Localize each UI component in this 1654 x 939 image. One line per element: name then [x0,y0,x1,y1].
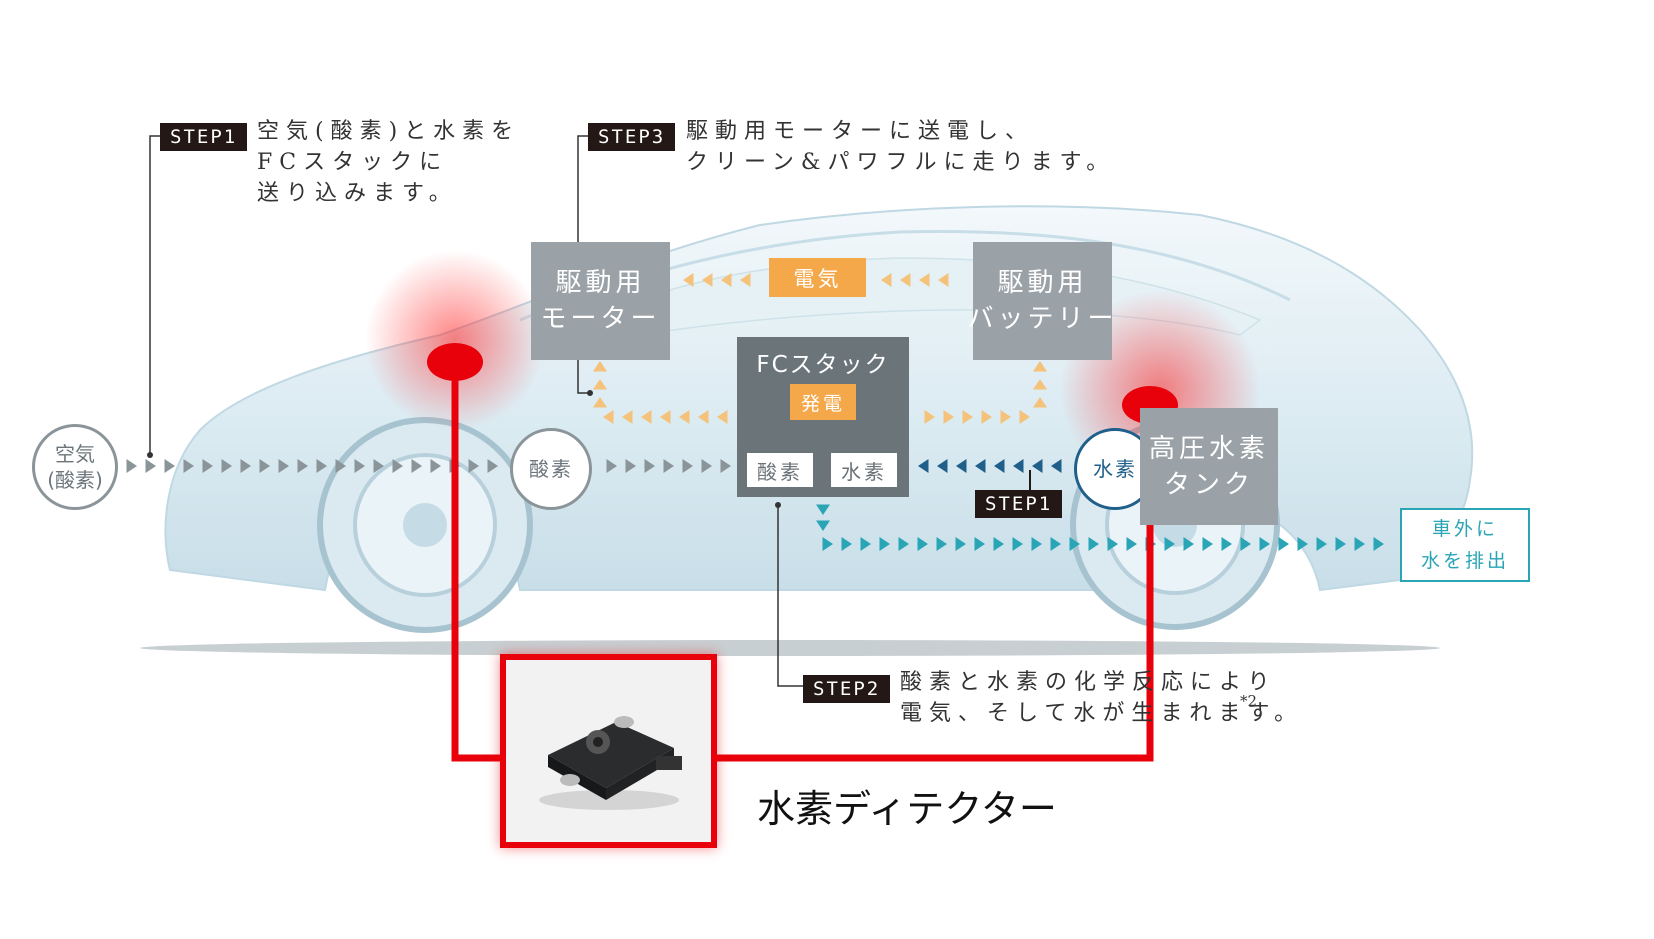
hydrogen-tank-label: 高圧水素 タンク [1149,431,1269,503]
drive-battery-box: 駆動用 バッテリー [973,242,1112,360]
step2-leader-dot [775,502,781,508]
detector-photo-frame [500,654,717,848]
step1-badge: STEP1 [160,123,247,151]
air-flow-arrow [165,459,176,473]
drive-battery-label: 駆動用 バッテリー [968,265,1118,337]
step1-right-badge: STEP1 [975,490,1062,518]
step3-leader-dot [587,390,593,396]
step2-footnote: *2 [1240,692,1257,710]
water-exhaust-arrow [1279,537,1290,551]
fc-hydrogen-box: 水素 [831,453,897,487]
hydrogen-label: 水素 [1093,456,1137,482]
step1-leader-dot [147,452,153,458]
oxygen-label: 酸素 [529,456,573,482]
electricity-label: 電気 [769,258,866,297]
air-circle: 空気 (酸素) [32,424,118,510]
detector-point-front [427,343,483,381]
hydrogen-tank-box: 高圧水素 タンク [1140,408,1278,525]
step3-badge: STEP3 [588,123,675,151]
detector-label: 水素ディテクター [757,778,1057,833]
step1-text: 空気(酸素)と水素を FCスタックに 送り込みます。 [257,116,520,209]
air-flow-arrow [127,459,138,473]
air-label: 空気 (酸素) [47,441,103,493]
fc-stack-title: FCスタック [737,345,909,379]
oxygen-circle: 酸素 [510,428,592,510]
step2-badge: STEP2 [803,675,890,703]
step3-text: 駆動用モーターに送電し、 クリーン&パワフルに走ります。 [686,116,1115,178]
car-shadow [140,640,1440,656]
exhaust-box: 車外に 水を排出 [1400,508,1530,582]
drive-motor-box: 駆動用 モーター [531,242,670,360]
front-wheel [320,420,530,630]
air-flow-arrow [146,459,157,473]
drive-motor-label: 駆動用 モーター [540,265,660,337]
fc-oxygen-box: 酸素 [747,453,813,487]
step1-leader [150,136,160,455]
exhaust-label: 車外に 水を排出 [1421,513,1509,577]
generation-badge: 発電 [790,384,856,420]
fc-stack-box: FCスタック 発電 酸素 水素 [737,337,909,497]
hydrogen-detector-image [506,660,711,842]
